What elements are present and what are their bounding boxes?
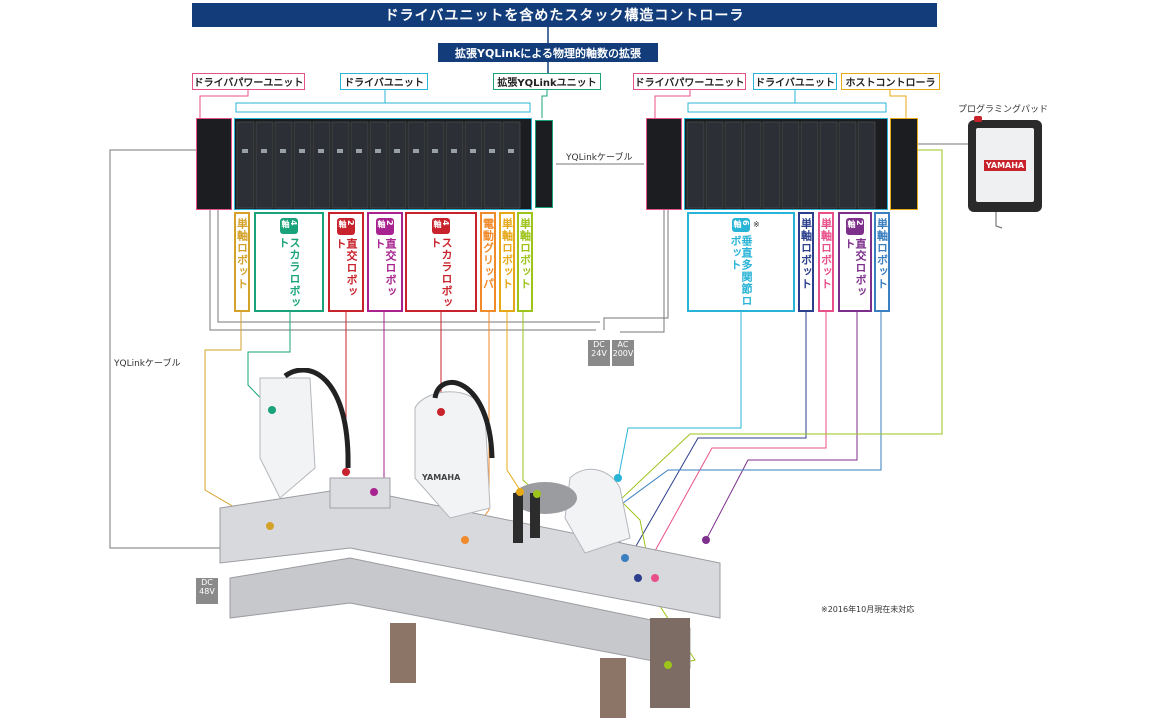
tag-articulated: 6軸 垂直多関節ロボット ※ [687, 212, 795, 312]
right-driver-units [684, 118, 888, 210]
tag-cartesian-2: 2軸 直交ロボット [367, 212, 403, 312]
tag-single-axis-1: 単軸ロボット [234, 212, 250, 312]
right-power-unit-label: ドライバパワーユニット [633, 73, 746, 90]
tag-single-axis-5: 単軸ロボット [818, 212, 834, 312]
left-driver-unit-label: ドライバユニット [340, 73, 428, 90]
articulated-note-mark: ※ [753, 220, 760, 229]
rotary-table [513, 482, 577, 514]
emergency-stop-icon [974, 116, 982, 122]
scara-1-cable [283, 368, 351, 469]
host-controller-label: ホストコントローラ [841, 73, 940, 90]
right-driver-slots [686, 121, 876, 209]
leg-1 [390, 623, 416, 683]
left-ext-unit-label: 拡張YQLinkユニット [493, 73, 601, 90]
tag-cartesian-1: 2軸 直交ロボット [328, 212, 364, 312]
dc48v-supply: DC 48V [196, 578, 218, 604]
ac200v-supply: AC 200V [612, 340, 634, 366]
leg-2 [600, 658, 626, 718]
pendant-brand: YAMAHA [983, 159, 1027, 171]
pendant-screen: YAMAHA [976, 128, 1034, 202]
gripper-1 [513, 493, 523, 543]
tag-cartesian-3: 2軸 直交ロボット [838, 212, 872, 312]
robot-brand-text: YAMAHA [421, 473, 461, 482]
left-driver-units [234, 118, 532, 210]
machine-illustration: YAMAHA [219, 368, 721, 718]
tag-single-axis-2: 単軸ロボット [499, 212, 515, 312]
articulated-robot [564, 468, 631, 554]
tag-single-axis-6: 単軸ロボット [874, 212, 890, 312]
tag-scara-2: 4軸 スカラロボット [405, 212, 477, 312]
right-driver-unit-label: ドライバユニット [753, 73, 837, 90]
left-driver-power-unit [196, 118, 232, 210]
footnote: ※2016年10月現在未対応 [821, 605, 915, 614]
left-driver-slots [236, 121, 521, 209]
right-driver-power-unit [646, 118, 682, 210]
host-controller-unit [890, 118, 918, 210]
left-ext-yqlink-unit [535, 120, 553, 208]
scara-robot-2 [414, 391, 491, 519]
diagram-title: ドライバユニットを含めたスタック構造コントローラ [192, 3, 937, 27]
scara-robot-1 [259, 377, 316, 499]
cartesian-robot [329, 477, 391, 509]
pendant-label: プログラミングパッド [958, 105, 1049, 115]
left-power-unit-label: ドライバパワーユニット [192, 73, 305, 90]
yqlink-cable-left-label: YQLinkケーブル [114, 359, 181, 369]
yqlink-cable-top-label: YQLinkケーブル [566, 153, 633, 163]
programming-pad: YAMAHA [968, 116, 1042, 212]
tag-single-axis-4: 単軸ロボット [798, 212, 814, 312]
tag-scara-1: 4軸 スカラロボット [254, 212, 324, 312]
scara-2-cable [432, 380, 495, 459]
gripper-2 [530, 493, 540, 538]
tag-single-axis-3: 単軸ロボット [517, 212, 533, 312]
subtitle-bar: 拡張YQLinkによる物理的軸数の拡張 [438, 43, 658, 62]
dc24v-supply: DC 24V [588, 340, 610, 366]
tag-gripper: 電動グリッパ [480, 212, 496, 312]
